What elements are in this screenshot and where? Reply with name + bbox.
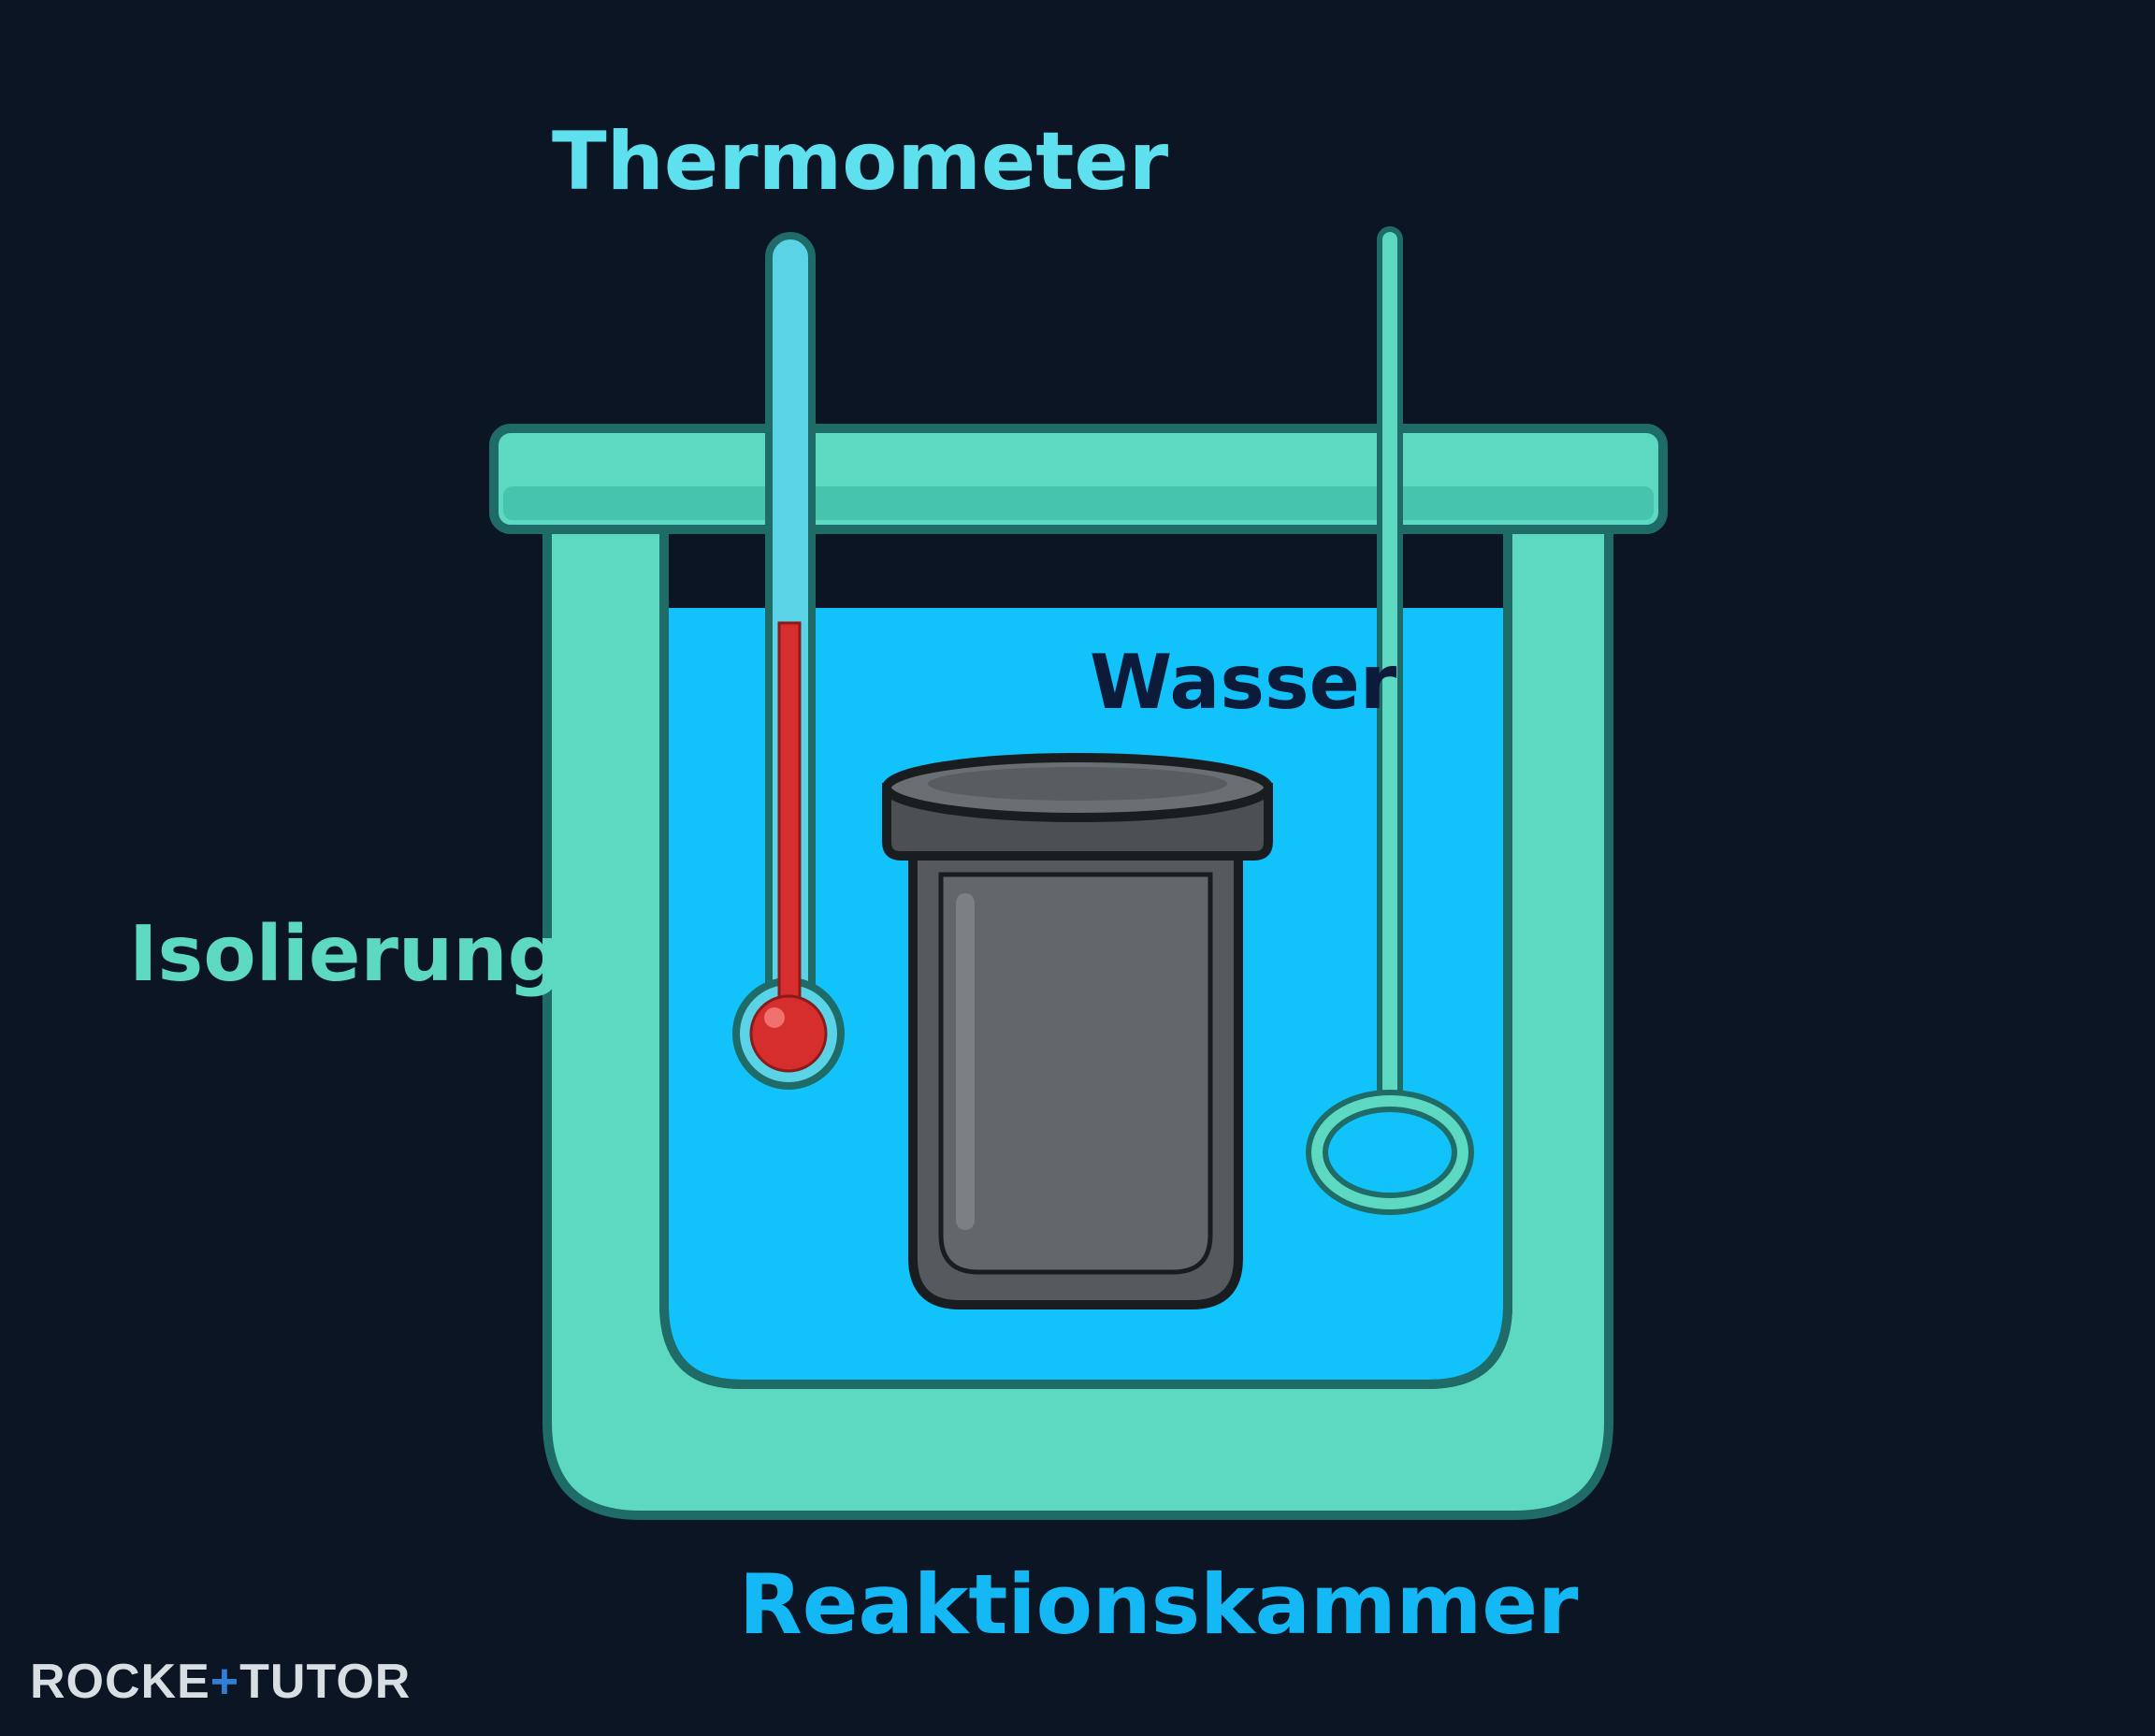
reaction-vessel [882, 753, 1273, 1309]
reaction-chamber-label: Reaktionskammer [739, 1556, 1579, 1653]
lid-shadow [503, 486, 1654, 520]
logo-plus: + [210, 1655, 240, 1709]
insulation-label: Isolierung [129, 910, 563, 999]
logo-part-1: ROCKE [30, 1655, 210, 1709]
thermometer-label: Thermometer [552, 115, 1169, 209]
water-label: Wasser [1090, 639, 1397, 726]
brand-logo: ROCKE+TUTOR [30, 1657, 411, 1706]
thermometer [732, 232, 845, 1090]
stirrer [1306, 226, 1474, 1215]
logo-part-2: TUTOR [239, 1655, 412, 1709]
insulation-inner-edge [659, 533, 1512, 1389]
